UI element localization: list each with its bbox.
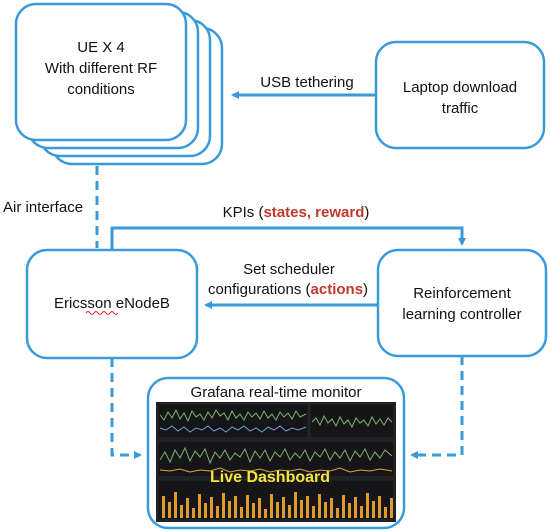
usb-tethering-label: USB tethering bbox=[260, 74, 353, 91]
dashboard-series bbox=[159, 446, 393, 465]
spellcheck-underline bbox=[85, 311, 119, 315]
dashboard-panel bbox=[157, 403, 309, 439]
dashboard-bar bbox=[390, 498, 393, 518]
dashboard-bar bbox=[222, 493, 225, 518]
dashboard-bar bbox=[330, 498, 333, 518]
dashboard-bar bbox=[336, 508, 339, 518]
dashboard-bar bbox=[264, 509, 267, 518]
dashboard-bar bbox=[252, 503, 255, 518]
dashboard-bar bbox=[300, 500, 303, 518]
dashboard-bar bbox=[348, 503, 351, 518]
air-interface-label: Air interface bbox=[3, 199, 83, 216]
ue-label-line1: UE X 4 bbox=[77, 39, 125, 56]
rl-label-line1: Reinforcement bbox=[413, 285, 511, 302]
grafana-node: Grafana real-time monitor bbox=[146, 376, 406, 530]
ue-label-line3: conditions bbox=[67, 81, 135, 98]
enodeb-label: Ericsson eNodeB bbox=[54, 295, 170, 312]
dashboard-bar bbox=[192, 508, 195, 518]
live-dashboard-label: Live Dashboard bbox=[210, 469, 330, 486]
scheduler-label-line1: Set scheduler bbox=[243, 261, 335, 278]
dashboard-bar bbox=[306, 496, 309, 518]
dashboard-bar bbox=[270, 494, 273, 518]
dashboard-bar bbox=[204, 503, 207, 518]
dashboard-bar bbox=[198, 494, 201, 518]
rl-label-line2: learning controller bbox=[402, 306, 521, 323]
rl-controller-node: Reinforcement learning controller bbox=[376, 248, 548, 358]
rl-to-grafana-link bbox=[410, 356, 464, 459]
dashboard-series bbox=[159, 408, 307, 423]
laptop-label-line2: traffic bbox=[442, 100, 479, 117]
grafana-title: Grafana real-time monitor bbox=[191, 384, 362, 401]
enodeb-node: Ericsson eNodeB bbox=[25, 248, 199, 360]
dashboard-bar bbox=[342, 495, 345, 518]
dashboard-bar bbox=[384, 507, 387, 518]
dashboard-bar bbox=[228, 501, 231, 518]
dashboard-bar bbox=[240, 507, 243, 518]
dashboard-bar bbox=[246, 495, 249, 518]
dashboard-bar bbox=[288, 505, 291, 518]
dashboard-bar bbox=[162, 496, 165, 518]
dashboard-panel bbox=[309, 403, 395, 439]
dashboard-bar bbox=[168, 502, 171, 518]
dashboard-series bbox=[159, 467, 393, 473]
dashboard-bar bbox=[354, 497, 357, 518]
scheduler-label-line2: configurations (actions) bbox=[208, 281, 368, 298]
laptop-node: Laptop download traffic bbox=[374, 40, 546, 150]
dashboard-bar bbox=[258, 498, 261, 518]
dashboard-bar bbox=[282, 497, 285, 518]
dashboard-bar bbox=[366, 493, 369, 518]
ue-card-1 bbox=[14, 2, 188, 142]
dashboard-bar bbox=[312, 506, 315, 518]
kpis-label: KPIs (states, reward) bbox=[223, 204, 370, 221]
ue-label-line2: With different RF bbox=[45, 60, 157, 77]
dashboard-bars bbox=[162, 492, 393, 518]
rl-controller-box bbox=[376, 248, 548, 358]
dashboard-bar bbox=[294, 492, 297, 518]
laptop-label-line1: Laptop download bbox=[403, 79, 517, 96]
dashboard-bar bbox=[234, 496, 237, 518]
dashboard-bar bbox=[378, 496, 381, 518]
dashboard-bar bbox=[318, 494, 321, 518]
kpis-arrow bbox=[110, 226, 466, 250]
dashboard-bar bbox=[216, 506, 219, 518]
dashboard-screenshot: Live Dashboard bbox=[156, 402, 396, 522]
dashboard-bar bbox=[174, 492, 177, 518]
dashboard-bar bbox=[360, 506, 363, 518]
dashboard-bar bbox=[180, 505, 183, 518]
dashboard-series bbox=[311, 414, 393, 429]
dashboard-bar bbox=[372, 501, 375, 518]
dashboard-bar bbox=[186, 498, 189, 518]
ue-stack: UE X 4 With different RF conditions bbox=[14, 2, 224, 166]
dashboard-bar bbox=[210, 497, 213, 518]
dashboard-bar bbox=[324, 502, 327, 518]
dashboard-series bbox=[159, 425, 307, 433]
enodeb-to-grafana-link bbox=[110, 358, 142, 459]
dashboard-bar bbox=[276, 502, 279, 518]
